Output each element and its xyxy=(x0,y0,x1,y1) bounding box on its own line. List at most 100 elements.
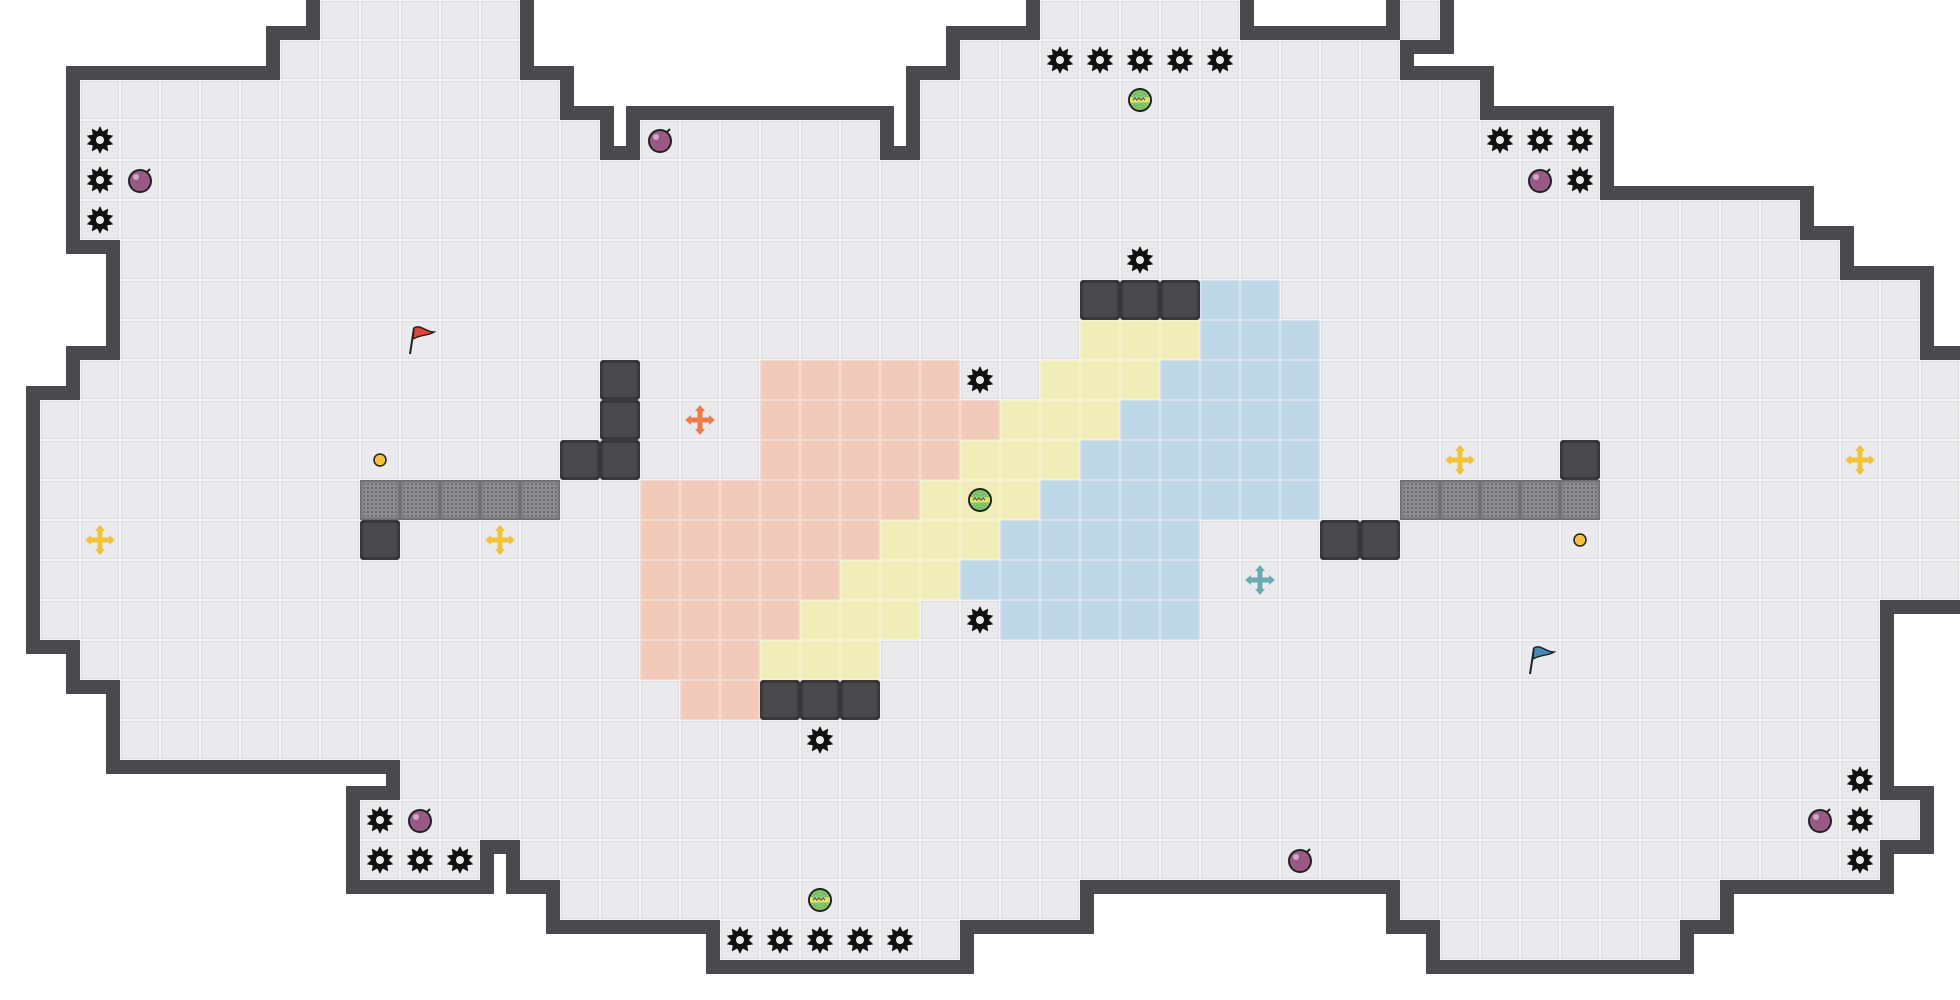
floor-tile xyxy=(1680,200,1720,240)
floor-tile xyxy=(600,600,640,640)
floor-tile xyxy=(160,200,200,240)
floor-tile xyxy=(680,320,720,360)
floor-tile xyxy=(800,840,840,880)
floor-tile xyxy=(1400,680,1440,720)
floor-tile xyxy=(1720,280,1760,320)
floor-tile xyxy=(880,680,920,720)
floor-tile xyxy=(920,800,960,840)
floor-tile xyxy=(1040,800,1080,840)
floor-tile xyxy=(440,240,480,280)
floor-tile xyxy=(1640,640,1680,680)
floor-tile xyxy=(1440,760,1480,800)
green-orb-icon xyxy=(960,480,1000,520)
floor-tile xyxy=(1600,480,1640,520)
red-team-zone xyxy=(840,400,880,440)
floor-tile xyxy=(800,200,840,240)
floor-tile xyxy=(1640,680,1680,720)
floor-tile xyxy=(1160,720,1200,760)
red-team-zone xyxy=(840,440,880,480)
floor-tile xyxy=(1480,720,1520,760)
floor-tile xyxy=(520,280,560,320)
floor-tile xyxy=(360,280,400,320)
floor-tile xyxy=(880,160,920,200)
floor-tile xyxy=(320,40,360,80)
floor-tile xyxy=(640,400,680,440)
floor-tile xyxy=(1840,560,1880,600)
floor-tile xyxy=(1760,640,1800,680)
floor-tile xyxy=(160,320,200,360)
red-flag-icon xyxy=(400,320,440,360)
floor-tile xyxy=(720,720,760,760)
floor-tile xyxy=(1400,200,1440,240)
floor-tile xyxy=(760,760,800,800)
floor-tile xyxy=(40,480,80,520)
floor-tile xyxy=(240,520,280,560)
floor-tile xyxy=(1480,240,1520,280)
floor-tile xyxy=(1240,40,1280,80)
floor-tile xyxy=(1640,560,1680,600)
red-team-zone xyxy=(720,640,760,680)
floor-tile xyxy=(1120,720,1160,760)
saw-blade-icon xyxy=(840,920,880,960)
floor-tile xyxy=(1280,680,1320,720)
floor-tile xyxy=(1440,840,1480,880)
floor-tile xyxy=(720,240,760,280)
floor-tile xyxy=(1400,360,1440,400)
floor-tile xyxy=(1280,160,1320,200)
floor-tile xyxy=(520,200,560,240)
floor-tile xyxy=(400,240,440,280)
floor-tile xyxy=(1320,360,1360,400)
floor-tile xyxy=(560,880,600,920)
floor-tile xyxy=(1680,360,1720,400)
floor-tile xyxy=(1440,560,1480,600)
floor-tile xyxy=(1360,760,1400,800)
blue-team-zone xyxy=(1280,400,1320,440)
floor-tile xyxy=(920,200,960,240)
floor-tile xyxy=(160,680,200,720)
floor-tile xyxy=(720,280,760,320)
blue-team-zone xyxy=(1160,440,1200,480)
floor-tile xyxy=(1040,200,1080,240)
floor-tile xyxy=(560,600,600,640)
floor-tile xyxy=(880,200,920,240)
floor-tile xyxy=(760,200,800,240)
floor-tile xyxy=(1760,360,1800,400)
floor-tile xyxy=(320,480,360,520)
wall-block xyxy=(1080,280,1120,320)
floor-tile xyxy=(1280,520,1320,560)
floor-tile xyxy=(1200,120,1240,160)
floor-tile xyxy=(1400,880,1440,920)
red-team-zone xyxy=(800,360,840,400)
floor-tile xyxy=(1600,680,1640,720)
floor-tile xyxy=(1200,200,1240,240)
floor-tile xyxy=(1280,40,1320,80)
red-team-zone xyxy=(920,400,960,440)
floor-tile xyxy=(360,160,400,200)
floor-tile xyxy=(360,680,400,720)
red-team-zone xyxy=(720,600,760,640)
floor-tile xyxy=(1400,0,1440,40)
floor-tile xyxy=(800,160,840,200)
floor-tile xyxy=(1800,680,1840,720)
floor-tile xyxy=(1000,280,1040,320)
floor-tile xyxy=(360,720,400,760)
floor-tile xyxy=(1480,640,1520,680)
wall-block xyxy=(760,680,800,720)
floor-tile xyxy=(120,120,160,160)
neutral-zone xyxy=(960,520,1000,560)
blue-flag-icon xyxy=(1520,640,1560,680)
neutral-zone xyxy=(880,520,920,560)
saw-blade-icon xyxy=(1520,120,1560,160)
floor-tile xyxy=(800,800,840,840)
floor-tile xyxy=(1520,840,1560,880)
floor-tile xyxy=(40,600,80,640)
floor-tile xyxy=(1880,400,1920,440)
floor-tile xyxy=(960,120,1000,160)
floor-tile xyxy=(1040,80,1080,120)
floor-tile xyxy=(600,560,640,600)
floor-tile xyxy=(560,360,600,400)
blue-team-zone xyxy=(1200,320,1240,360)
floor-tile xyxy=(1360,800,1400,840)
floor-tile xyxy=(1880,440,1920,480)
